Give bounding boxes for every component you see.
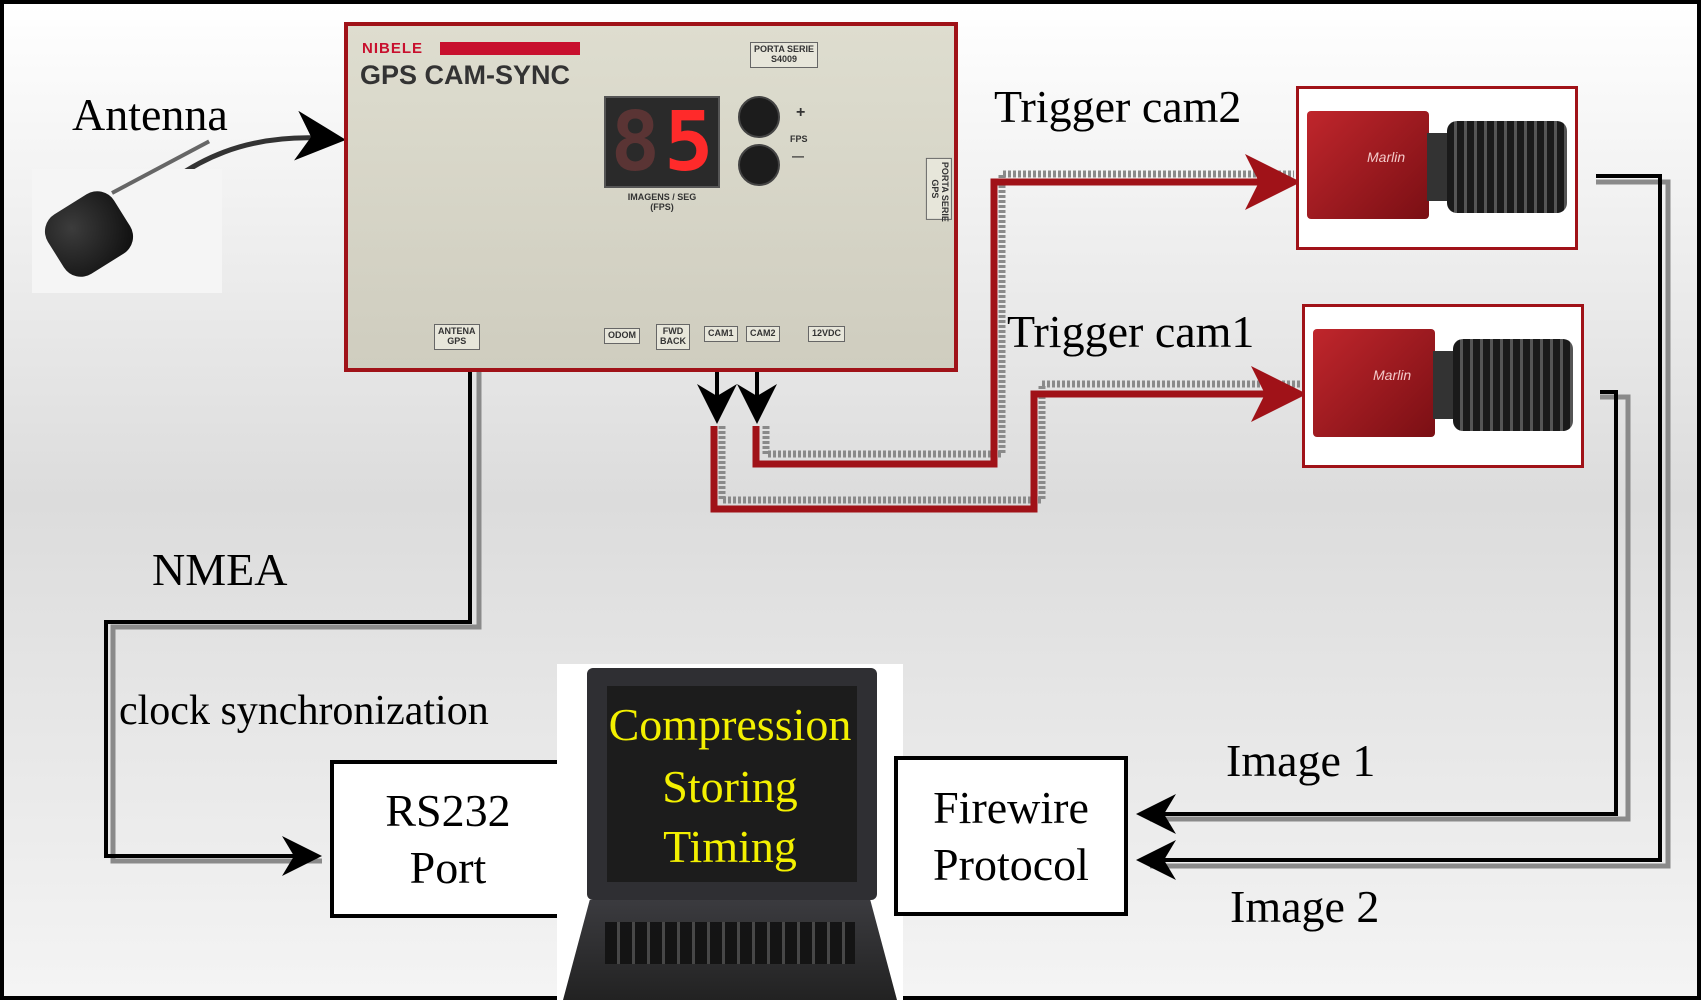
cam1-port: CAM1 (704, 326, 738, 342)
camera-2: Marlin (1296, 86, 1578, 250)
image1-label: Image 1 (1226, 735, 1376, 786)
laptop-image: Compression Storing Timing (557, 664, 903, 1000)
trigger-cam1-line (710, 366, 1307, 513)
camera-2-logo: Marlin (1367, 149, 1406, 165)
camera-2-body: Marlin (1307, 111, 1429, 219)
antenna-puck-icon (37, 183, 141, 285)
device-brand: NIBELE (362, 40, 424, 57)
trigger-cam1-shadow (718, 380, 1300, 504)
firewire-protocol-box: Firewire Protocol (894, 756, 1128, 916)
fps-up-button[interactable] (738, 96, 780, 138)
cam2-port: CAM2 (746, 326, 780, 342)
image2-line (1136, 174, 1662, 880)
camera-1-body: Marlin (1313, 329, 1435, 437)
laptop-text-storing: Storing (662, 761, 798, 812)
display-caption: IMAGENS / SEG (FPS) (627, 192, 697, 213)
power-port: 12VDC (808, 326, 846, 342)
image2-label: Image 2 (1230, 881, 1380, 932)
image1-line (1136, 390, 1618, 834)
nmea-line-shadow (110, 372, 482, 864)
rs232-line1: RS232 (385, 784, 511, 836)
camera-1-logo: Marlin (1373, 367, 1412, 383)
gps-antenna-image (32, 139, 222, 293)
odom-port: ODOM (604, 328, 640, 344)
fps-minus: — (792, 149, 804, 163)
fps-down-button[interactable] (738, 144, 780, 186)
laptop-text-timing: Timing (663, 821, 797, 872)
rs232-line2: Port (409, 842, 487, 893)
fps-digit: 5 (664, 94, 714, 190)
firewire-line2: Protocol (933, 839, 1089, 890)
camera-1-lens-icon (1453, 339, 1573, 431)
serial-port-plate: PORTA SERIE S4009 (750, 42, 819, 68)
clock-sync-label: clock synchronization (119, 688, 489, 734)
fps-label: FPS (790, 134, 808, 144)
antenna-port-plate: ANTENA GPS (434, 324, 480, 350)
laptop-text-compression: Compression (608, 699, 852, 750)
camera-1: Marlin (1302, 304, 1584, 468)
brand-bar (440, 42, 580, 55)
rs232-port-box: RS232 Port (330, 760, 566, 918)
fwd-back-port: FWD BACK (656, 324, 690, 350)
fps-plus: + (796, 104, 806, 121)
camera-2-lens-icon (1447, 121, 1567, 213)
laptop-keyboard (605, 922, 855, 964)
antenna-label: Antenna (72, 89, 228, 140)
gps-serial-plate: PORTA SERIE GPS (926, 157, 952, 222)
laptop-screen (607, 686, 857, 882)
firewire-line1: Firewire (933, 781, 1089, 833)
camera-2-mount (1427, 133, 1449, 201)
nmea-label: NMEA (152, 544, 288, 595)
connection-wires (104, 110, 1671, 880)
camera-1-mount (1433, 351, 1455, 419)
image2-line-shadow (1150, 179, 1671, 869)
trigger-cam2-line (752, 154, 1301, 468)
device-model: GPS CAM-SYNC (360, 60, 571, 90)
trigger-cam1-label: Trigger cam1 (1007, 306, 1255, 357)
nmea-line (104, 372, 472, 876)
trigger-cam2-label: Trigger cam2 (994, 81, 1242, 132)
trigger-cam2-shadow (762, 170, 1294, 458)
dim-digit: 8 (610, 94, 660, 190)
